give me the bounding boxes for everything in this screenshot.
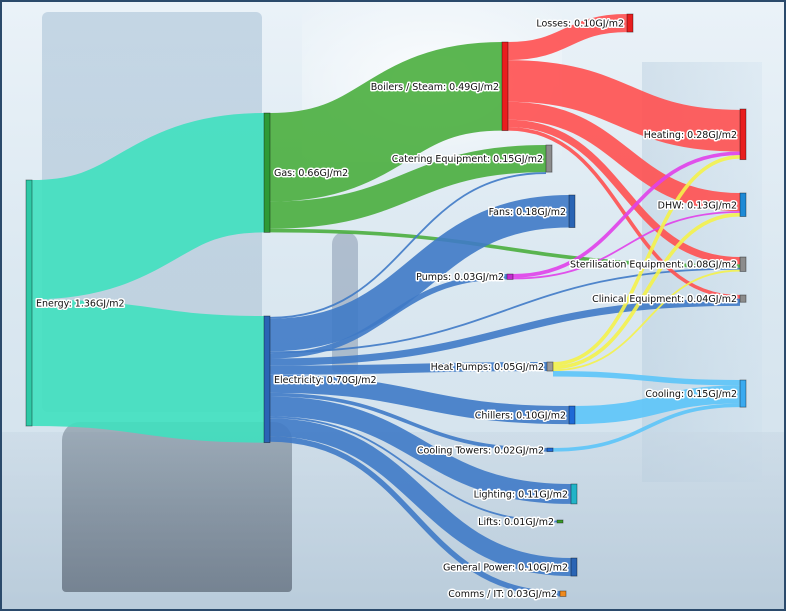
node-heatpumps <box>546 361 554 372</box>
link-electricity-to-lighting <box>269 396 572 504</box>
node-lighting <box>570 483 578 505</box>
link-boilers-to-losses <box>507 14 628 61</box>
node-electricity <box>263 315 271 444</box>
node-dhw <box>739 192 747 217</box>
node-cooling <box>739 379 747 408</box>
label-fans: Fans: 0.18GJ/m2 <box>489 207 566 218</box>
link-heatpumps-to-heating <box>552 155 741 366</box>
link-gas-to-boilers <box>268 42 504 202</box>
label-lighting: Lighting: 0.11GJ/m2 <box>474 489 568 500</box>
node-catering <box>545 144 553 173</box>
link-pumps-to-dhw <box>512 211 741 280</box>
label-energy: Energy: 1.36GJ/m2 <box>36 299 125 310</box>
link-boilers-to-sterilisation <box>507 119 741 265</box>
node-clinical <box>739 294 747 303</box>
sankey-links <box>30 14 741 597</box>
label-coolingtowers: Cooling Towers: 0.02GJ/m2 <box>417 445 544 456</box>
node-sterilisation <box>739 256 747 272</box>
node-coolingtowers <box>546 447 554 453</box>
link-chillers-to-cooling <box>574 385 741 425</box>
label-catering: Catering Equipment: 0.15GJ/m2 <box>392 154 543 165</box>
label-losses: Losses: 0.10GJ/m2 <box>536 19 624 30</box>
node-pumps <box>506 273 514 280</box>
label-chillers: Chillers: 0.10GJ/m2 <box>475 411 566 422</box>
node-comms <box>559 590 567 597</box>
link-boilers-to-heating <box>507 60 741 152</box>
node-energy <box>25 179 33 427</box>
link-energy-to-gas <box>30 113 266 300</box>
link-heatpumps-to-dhw <box>552 212 741 370</box>
node-chillers <box>568 405 576 425</box>
label-generalpower: General Power: 0.10GJ/m2 <box>443 563 568 574</box>
node-generalpower <box>570 557 578 577</box>
link-heatpumps-to-sterilisation <box>552 269 741 372</box>
node-fans <box>568 194 576 228</box>
link-electricity-to-comms <box>269 436 561 597</box>
link-electricity-to-catering <box>269 172 547 319</box>
link-electricity-to-generalpower <box>269 418 572 577</box>
link-boilers-to-clinical <box>507 127 741 299</box>
label-boilers: Boilers / Steam: 0.49GJ/m2 <box>371 82 499 93</box>
node-heating <box>739 108 747 161</box>
sankey-labels: Energy: 1.36GJ/m2 Gas: 0.66GJ/m2Electrici… <box>35 17 739 602</box>
label-cooling: Cooling: 0.15GJ/m2 <box>645 389 737 400</box>
link-gas-to-catering <box>269 144 547 229</box>
label-lifts: Lifts: 0.01GJ/m2 <box>478 517 554 528</box>
link-heatpumps-to-cooling <box>552 371 741 386</box>
label-gas: Gas: 0.66GJ/m2 <box>274 168 348 179</box>
link-electricity-to-fans <box>269 194 570 352</box>
label-heating: Heating: 0.28GJ/m2 <box>644 130 737 141</box>
node-boilers <box>501 41 509 132</box>
label-comms: Comms / IT: 0.03GJ/m2 <box>448 589 557 600</box>
link-gas-to-sterilisation <box>269 228 741 268</box>
label-electricity: Electricity: 0.70GJ/m2 <box>274 375 377 386</box>
label-sterilisation: Sterilisation Equipment: 0.08GJ/m2 <box>570 260 737 271</box>
node-gas <box>263 112 271 233</box>
link-electricity-to-sterilisation <box>269 267 741 354</box>
link-boilers-to-dhw <box>507 101 741 212</box>
node-losses <box>626 13 634 33</box>
sankey-nodes <box>25 13 747 597</box>
link-electricity-to-pumps <box>269 273 508 359</box>
link-pumps-to-heating <box>512 151 741 278</box>
link-electricity-to-coolingtowers <box>269 392 548 452</box>
link-electricity-to-clinical <box>269 298 741 366</box>
label-heatpumps: Heat Pumps: 0.05GJ/m2 <box>431 362 544 373</box>
link-electricity-to-chillers <box>269 374 570 425</box>
link-coolingtowers-to-cooling <box>552 403 741 452</box>
link-energy-to-electricity <box>31 299 265 443</box>
label-clinical: Clinical Equipment: 0.04GJ/m2 <box>592 294 737 305</box>
node-lifts <box>556 519 564 524</box>
link-electricity-to-heatpumps <box>269 361 548 375</box>
link-electricity-to-lifts <box>269 416 558 523</box>
label-pumps: Pumps: 0.03GJ/m2 <box>416 272 504 283</box>
label-dhw: DHW: 0.13GJ/m2 <box>658 200 737 211</box>
